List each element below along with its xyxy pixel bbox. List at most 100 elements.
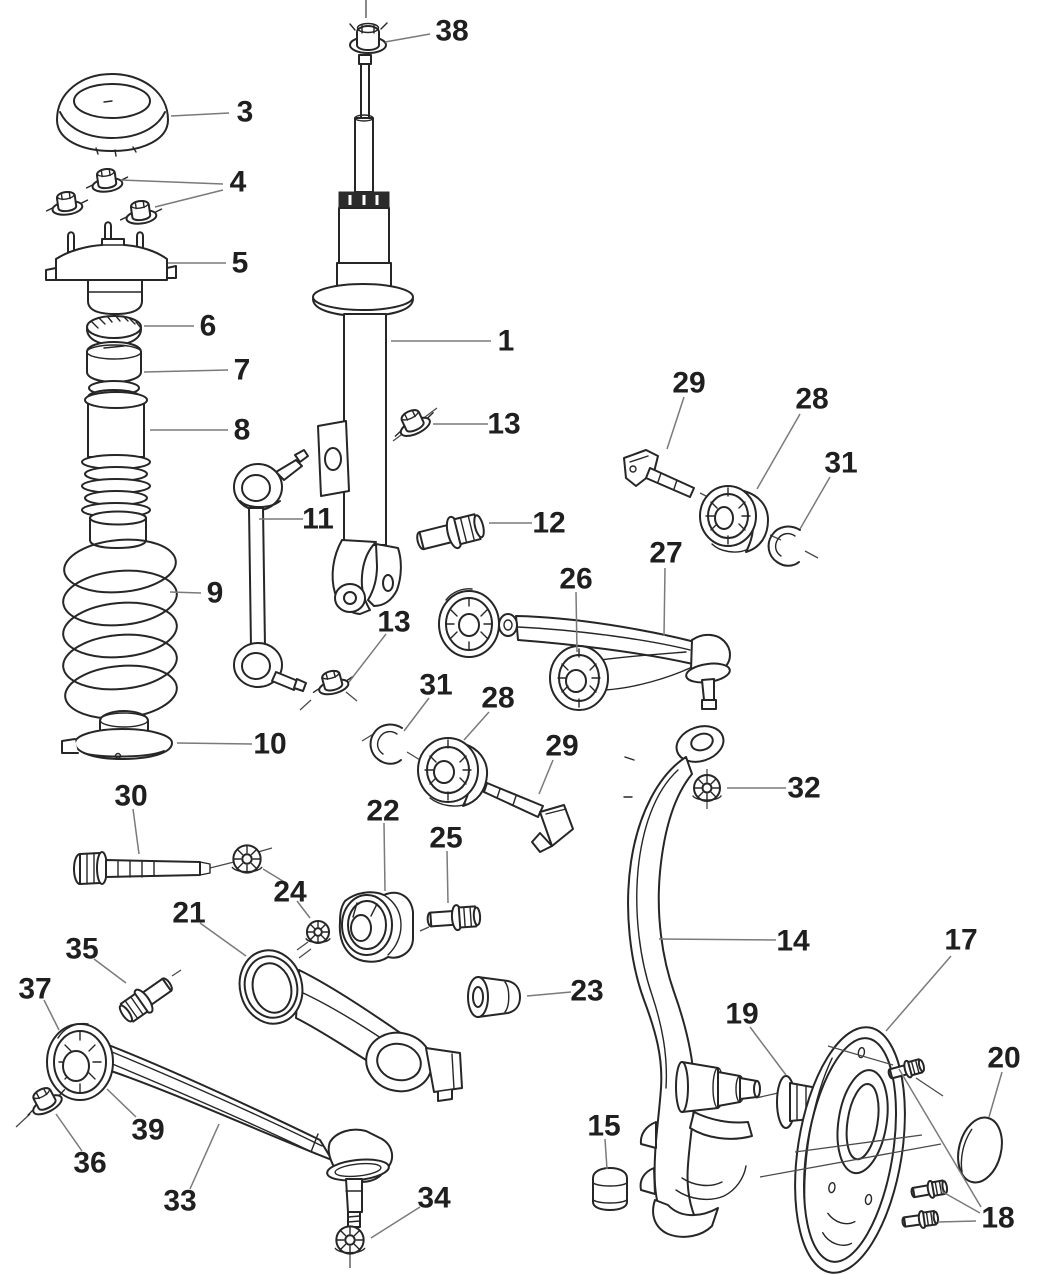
callout-leader-34 [370,1206,421,1239]
callout-leader-15 [604,1138,608,1170]
callout-label-19: 19 [725,998,758,1031]
callout-label-20: 20 [987,1042,1020,1075]
callout-label-25: 25 [429,822,462,855]
callout-leader-7 [143,369,229,373]
callout-leader-29 [538,759,554,795]
callout-leader-9 [169,591,202,594]
callout-label-23: 23 [570,975,603,1008]
nut-13-upper [387,401,440,444]
callout-label-13: 13 [377,606,410,639]
bump-stop [593,1168,627,1210]
callout-label-28: 28 [481,682,514,715]
callout-leader-27 [663,567,666,637]
lower-control-arm [232,944,462,1101]
callout-label-31: 31 [824,447,857,480]
bushing-28-lower [418,738,487,806]
callout-leader-4 [120,179,224,185]
callout-leader-26 [575,591,578,653]
tension-strut [47,1024,392,1227]
nut-32 [692,774,722,802]
callout-leader-20 [988,1071,1003,1118]
callout-label-31: 31 [419,669,452,702]
strut-rod-nut [350,23,387,53]
bolt-29-upper [624,450,694,497]
callout-label-12: 12 [532,507,565,540]
mount-nuts [43,165,165,228]
axis-lines-front [760,1046,943,1177]
callout-leader-36 [55,1113,83,1152]
bolt-29-lower [484,783,573,852]
callout-label-1: 1 [498,325,515,358]
callout-label-28: 28 [795,383,828,416]
callout-leader-38 [384,33,431,43]
callout-leader-28 [756,413,801,490]
callout-label-7: 7 [234,354,251,387]
callout-layer: 3834567113121189101330242225213537363933… [18,15,1021,1239]
dust-shield [779,1019,921,1275]
callout-leader-18 [940,1190,981,1214]
callout-label-6: 6 [200,310,217,343]
strut-bracket [318,421,349,496]
nut-24-upper [231,844,263,874]
bolt-25 [425,902,483,934]
callout-label-21: 21 [172,897,205,930]
callout-leader-22 [383,822,386,892]
callout-label-37: 37 [18,973,51,1006]
callout-leader-30 [132,808,140,855]
callout-leader-18 [937,1220,977,1223]
callout-label-39: 39 [131,1114,164,1147]
callout-leader-18 [898,1068,982,1208]
callout-label-36: 36 [73,1147,106,1180]
mount-cap [57,74,168,156]
callout-leader-13 [348,633,387,683]
callout-label-18: 18 [981,1202,1014,1235]
callout-label-29: 29 [672,367,705,400]
nut-34 [334,1225,366,1255]
strut-mount [46,222,176,314]
spring-isolator [62,711,172,759]
bolt-12 [412,508,489,559]
bushing-28-upper [700,486,768,552]
callout-label-27: 27 [649,537,682,570]
callout-label-10: 10 [253,728,286,761]
callout-label-32: 32 [787,772,820,805]
bushing-23 [468,977,520,1017]
callout-label-26: 26 [559,563,592,596]
callout-label-13: 13 [487,408,520,441]
callout-leader-33 [189,1123,220,1190]
callout-leader-21 [199,922,247,957]
clip-31-upper [769,527,800,566]
callout-leader-39 [106,1088,137,1118]
nut-24-lower [305,920,331,944]
grease-cap [952,1113,1009,1187]
dust-boot [82,392,150,548]
callout-leader-35 [93,958,127,984]
bushing-22 [340,892,413,961]
bolt-35 [114,970,179,1028]
upper-control-arm [439,589,731,710]
callout-label-29: 29 [545,730,578,763]
mount-bearing [87,315,141,345]
callout-leader-31 [799,476,831,530]
callout-leader-3 [170,112,230,117]
callout-leader-19 [749,1026,787,1076]
callout-leader-29 [666,396,685,450]
stabilizer-link [234,450,308,691]
callout-leader-23 [526,991,572,997]
callout-leader-28 [463,711,490,741]
callout-label-5: 5 [232,247,249,280]
callout-label-4: 4 [230,166,247,199]
callout-leader-24 [296,900,311,919]
callout-label-38: 38 [435,15,468,48]
callout-leader-4 [154,189,224,208]
callout-label-9: 9 [207,577,224,610]
clip-31-lower [371,725,402,764]
callout-label-33: 33 [163,1185,196,1218]
callout-label-35: 35 [65,933,98,966]
callout-label-24: 24 [273,876,307,909]
callout-label-3: 3 [237,96,254,129]
callout-label-17: 17 [944,924,977,957]
callout-leader-10 [176,742,253,745]
